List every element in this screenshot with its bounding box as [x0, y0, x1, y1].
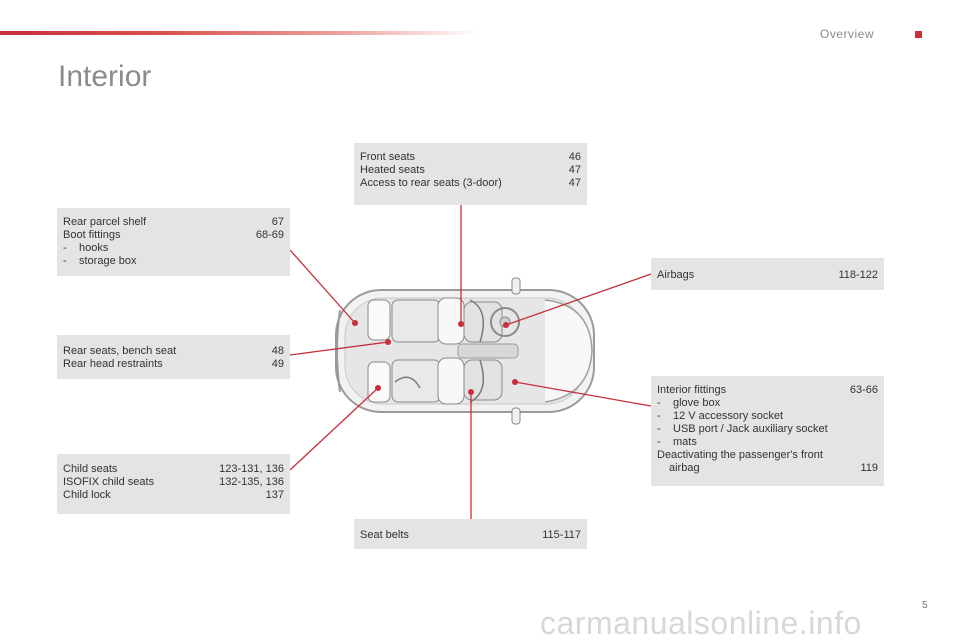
page-title: Interior [58, 60, 152, 93]
car-illustration [335, 277, 595, 425]
sub-item: -mats [657, 436, 697, 448]
sub-item: -hooks [63, 242, 109, 254]
sub-item: -glove box [657, 397, 721, 409]
sub-item: -USB port / Jack auxiliary socket [657, 423, 828, 435]
sub-item: -storage box [63, 255, 137, 267]
leader-dots [352, 320, 518, 395]
header-accent-bar [0, 31, 480, 35]
section-title: Overview [820, 27, 875, 41]
leader-lines [289, 205, 652, 519]
page-number: 5 [922, 600, 928, 611]
deactivation-entry-line1: Deactivating the passenger's front [657, 449, 823, 461]
section-marker-icon [915, 31, 922, 38]
watermark: carmanualsonline.info [540, 605, 862, 641]
index-entry: Access to rear seats (3-door)47 [360, 177, 581, 189]
sub-item: -12 V accessory socket [657, 410, 784, 422]
